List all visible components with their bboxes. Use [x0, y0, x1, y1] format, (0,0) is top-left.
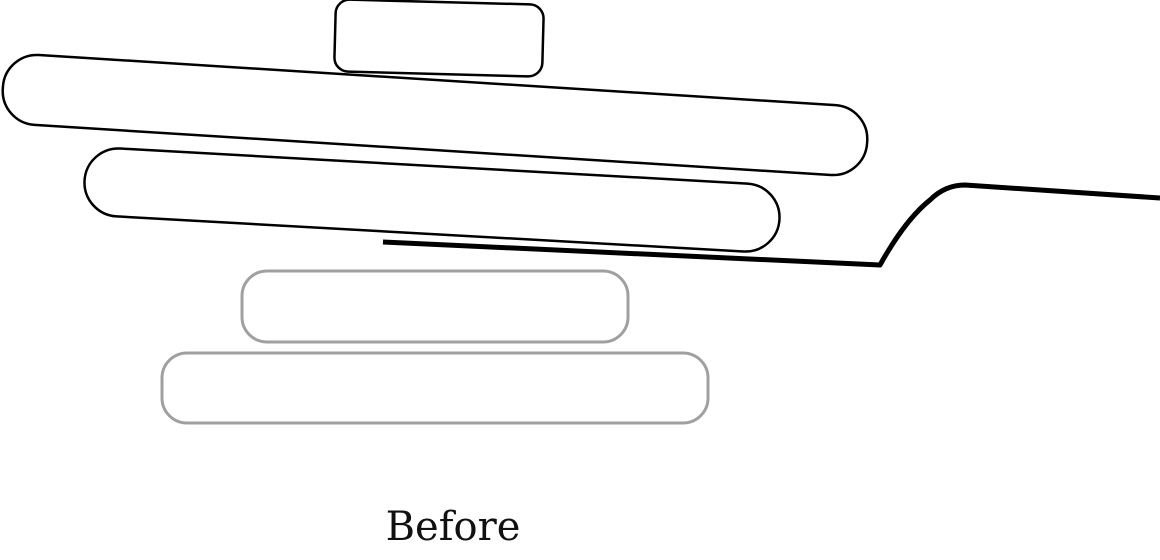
top-block — [333, 0, 545, 78]
lower-long-layer — [83, 147, 781, 253]
diagram-caption: Before — [385, 504, 521, 550]
faded-layers — [160, 269, 710, 425]
upper-long-layer — [1, 53, 869, 177]
faded-upper-layer — [240, 269, 630, 344]
spatula — [382, 182, 1160, 268]
faded-lower-layer — [160, 351, 710, 425]
stacked-layers — [1, 0, 869, 253]
